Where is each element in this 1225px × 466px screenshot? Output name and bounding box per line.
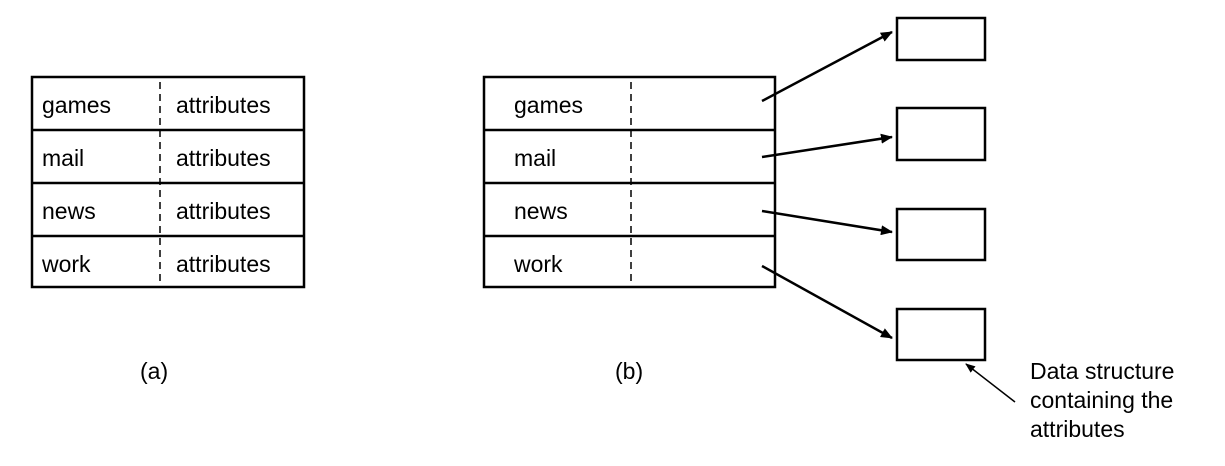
- pointer-arrow: [761, 133, 893, 159]
- table-a-row-name: work: [41, 251, 91, 277]
- annotation-line: containing the: [1030, 387, 1173, 413]
- pointer-arrow: [761, 30, 893, 103]
- attribute-box: [895, 16, 987, 62]
- attribute-box: [895, 207, 987, 262]
- caption-a: (a): [140, 358, 168, 384]
- table-a-row-value: attributes: [176, 145, 271, 171]
- table-a-row-value: attributes: [176, 251, 271, 277]
- figure-b: games mail news work Data structure cont…: [482, 16, 1174, 442]
- figure-a: games attributes mail attributes news at…: [30, 75, 306, 384]
- pointer-arrow: [761, 209, 893, 236]
- table-a-row-value: attributes: [176, 92, 271, 118]
- table-b-row-name: mail: [514, 145, 556, 171]
- attribute-box: [895, 307, 987, 362]
- table-a-row-name: mail: [42, 145, 84, 171]
- caption-b: (b): [615, 358, 643, 384]
- attribute-box: [895, 106, 987, 162]
- table-a-row-value: attributes: [176, 198, 271, 224]
- table-a-row-name: games: [42, 92, 111, 118]
- annotation-line: attributes: [1030, 416, 1125, 442]
- annotation-line: Data structure: [1030, 358, 1174, 384]
- table-b-row-name: news: [514, 198, 568, 224]
- pointer-arrow: [761, 264, 893, 340]
- table-b-row-name: work: [513, 251, 563, 277]
- table-b-row-name: games: [514, 92, 583, 118]
- table-a-row-name: news: [42, 198, 96, 224]
- annotation-arrow: [965, 363, 1016, 403]
